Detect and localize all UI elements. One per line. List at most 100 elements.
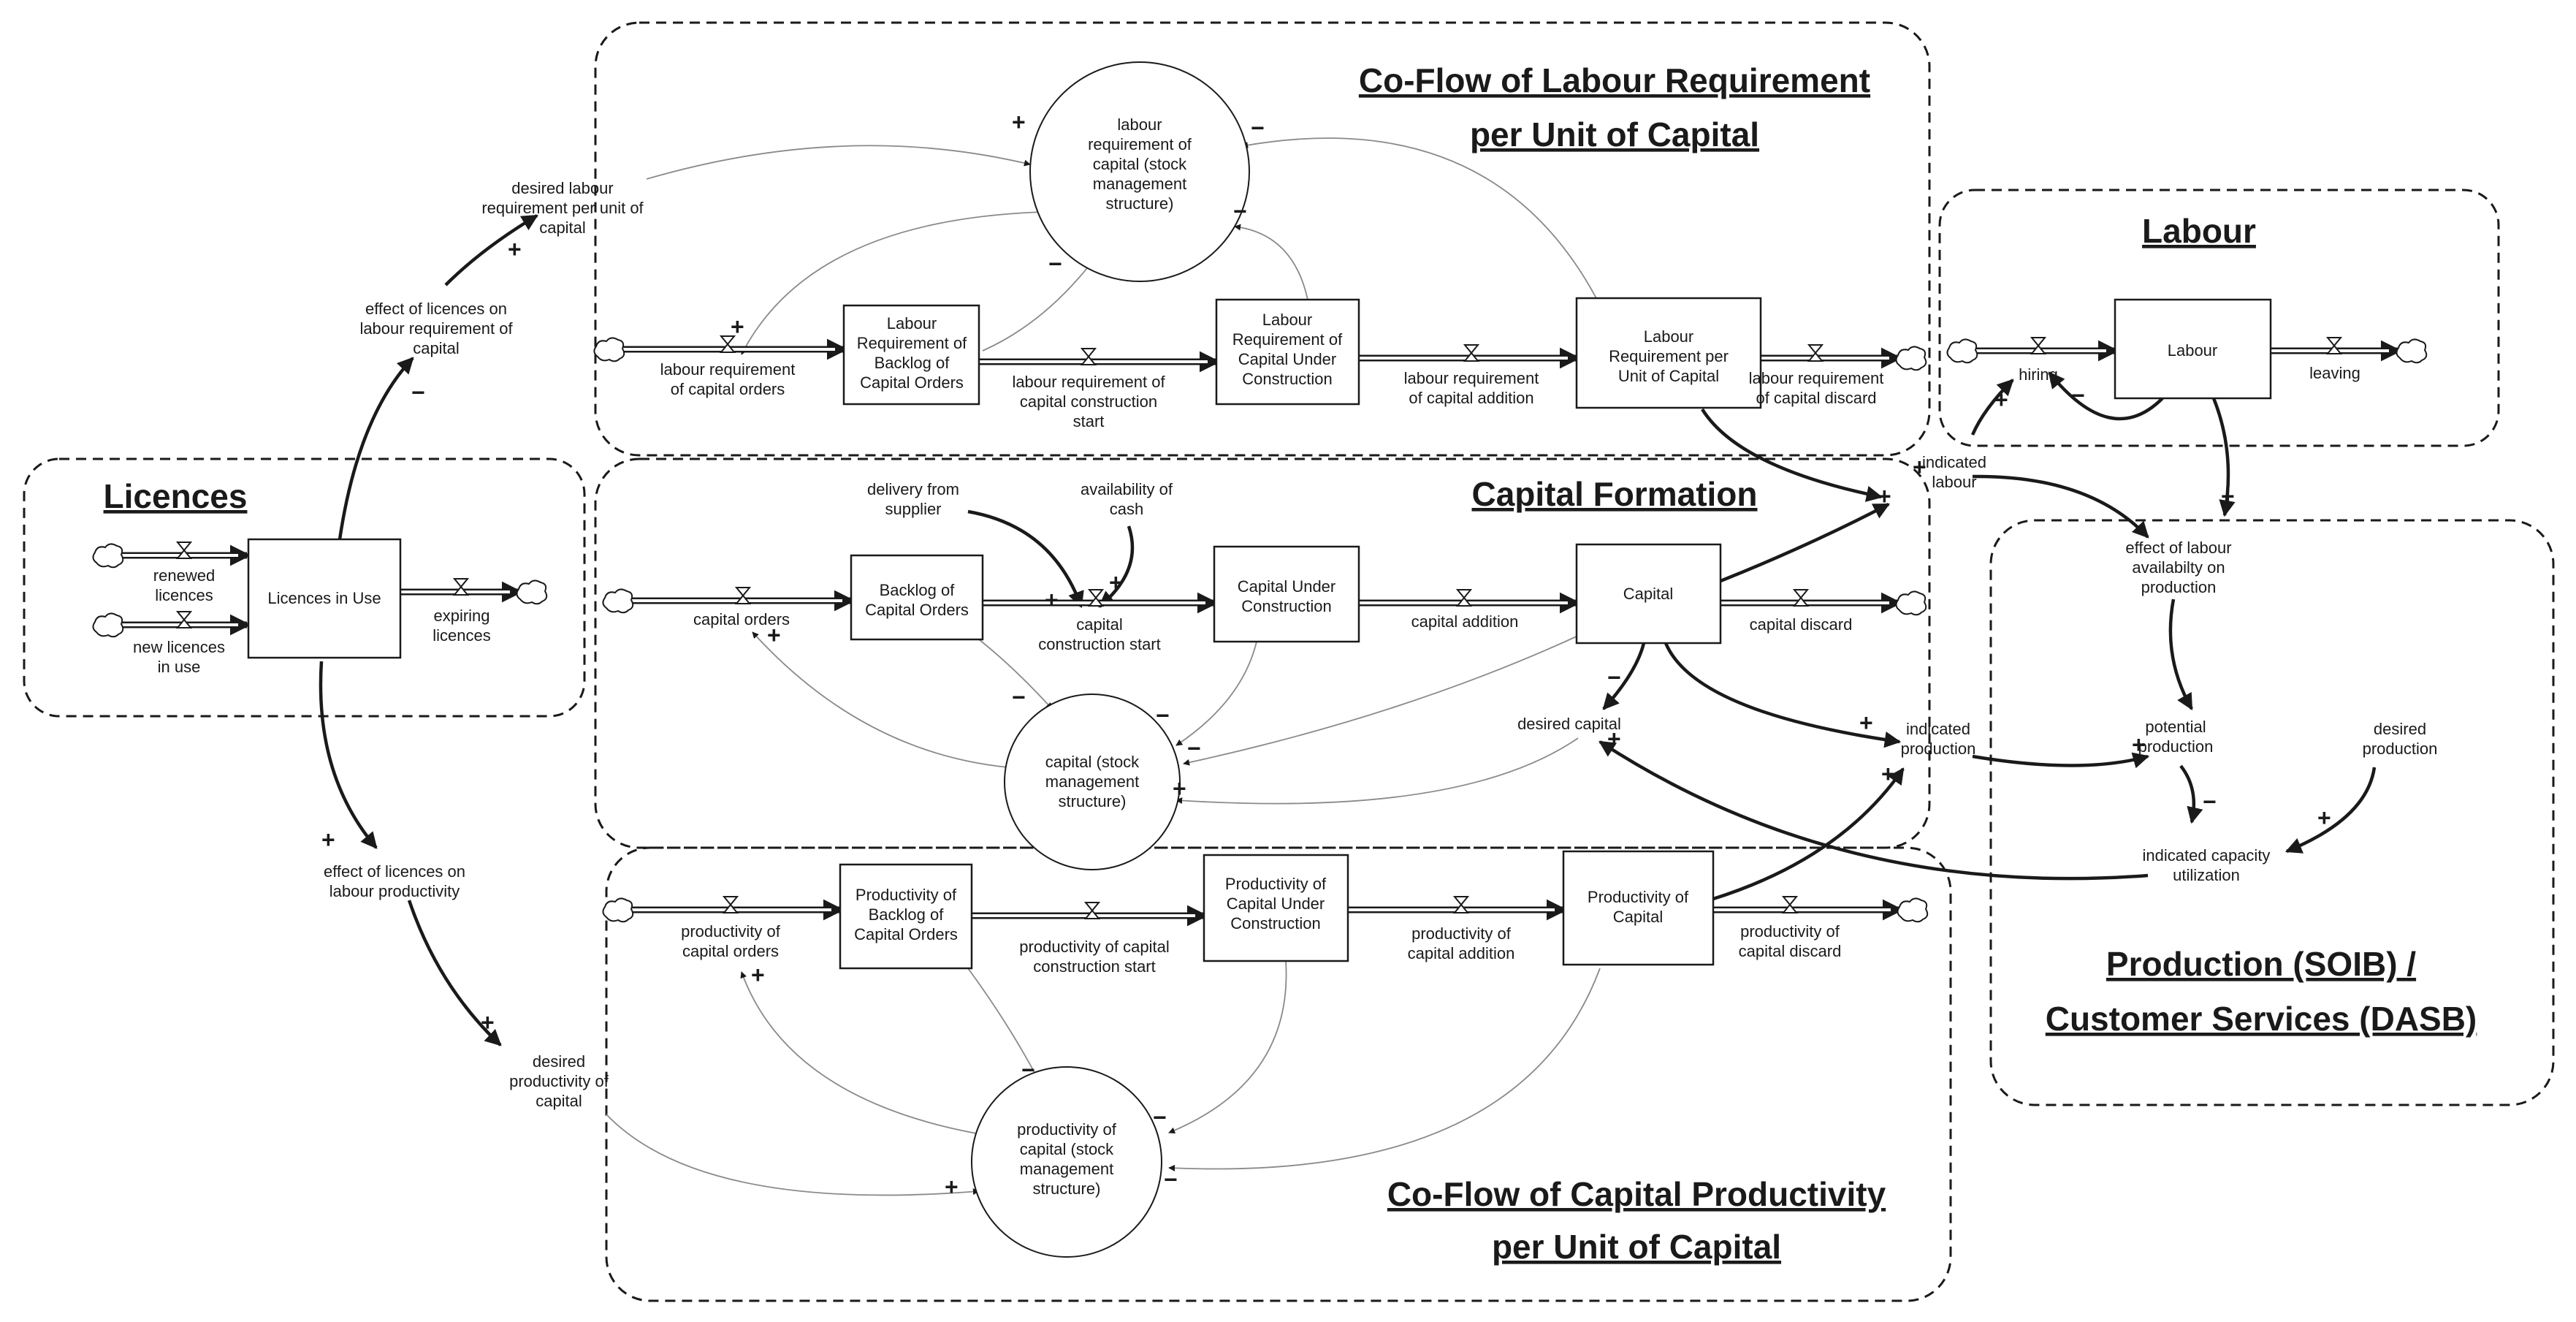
polarity-plus: + [481, 1009, 495, 1036]
svg-text:effect of labour: effect of labour [2125, 539, 2231, 557]
valves [175, 335, 2343, 919]
polarity-plus: + [1881, 761, 1895, 787]
link-delivery-to-construction-start [967, 509, 1084, 609]
svg-text:requirement of: requirement of [1088, 135, 1192, 153]
cloud-icon [2396, 338, 2428, 364]
svg-text:Productivity of: Productivity of [1588, 888, 1689, 906]
valve-icon [719, 335, 736, 353]
link-labour-to-hiring [2048, 371, 2164, 421]
cloud-icon [593, 337, 625, 362]
var-effect-labour-availability: effect of labour availabilty on producti… [2125, 539, 2231, 596]
polarity-minus: − [1251, 115, 1265, 141]
svg-text:Productivity of: Productivity of [856, 886, 957, 904]
svg-text:labour requirement: labour requirement [660, 360, 796, 379]
polarity-plus: + [1173, 775, 1186, 802]
cloud-icon [516, 580, 548, 605]
polarity-plus: + [767, 622, 781, 648]
link-desired-labour-req-to-circle [646, 145, 1031, 180]
polarity-signs: + − − − + + − + + + − + + + + − − − + − … [321, 109, 2331, 1200]
link-desired-production-to-capacity-utilization [2285, 767, 2377, 854]
stock-labour-req-per-unit: Labour Requirement per Unit of Capital [1575, 297, 1762, 409]
svg-text:indicated: indicated [1906, 720, 1970, 738]
region-capital-formation [594, 457, 1931, 849]
link-potential-to-capacity-utilization [2179, 764, 2203, 824]
region-coflow-labour [594, 21, 1931, 457]
header-licences: Licences [104, 477, 248, 515]
link-lr-backlog-to-circle [982, 251, 1100, 352]
header-labour: Labour [2142, 212, 2256, 250]
svg-text:Requirement of: Requirement of [1232, 330, 1343, 349]
cloud-icon [1895, 346, 1927, 371]
link-licences-to-effect-labour-req [338, 357, 414, 540]
link-capital-to-indicated-labour [1720, 503, 1890, 583]
stock-capital: Capital [1575, 543, 1722, 645]
auxiliary-variables: desired labour requirement per unit of c… [324, 179, 2437, 1110]
link-desired-capital-to-capital-circle [1175, 737, 1579, 805]
link-capacity-utilization-to-desired-capital [1598, 740, 2149, 881]
polarity-minus: − [411, 379, 425, 406]
clouds [92, 337, 2428, 923]
link-indicated-production-to-potential [1972, 752, 2150, 769]
svg-text:delivery from: delivery from [867, 480, 959, 498]
flow-label-new-licences: new licences in use [133, 638, 225, 676]
var-effect-licences-productivity: effect of licences on labour productivit… [324, 862, 465, 900]
svg-text:availabilty on: availabilty on [2132, 558, 2225, 577]
flow-label-capital-construction-start: capital construction start [1038, 615, 1161, 653]
svg-text:Productivity of: Productivity of [1225, 875, 1327, 893]
polarity-plus: + [1109, 569, 1123, 596]
svg-text:capital (stock: capital (stock [1093, 155, 1187, 173]
svg-text:production: production [2138, 737, 2214, 756]
valve-icon [722, 896, 739, 913]
svg-text:productivity of capital: productivity of capital [1019, 938, 1169, 956]
svg-text:of capital addition: of capital addition [1409, 389, 1533, 407]
svg-text:Licences in Use: Licences in Use [267, 589, 381, 607]
svg-text:labour productivity: labour productivity [329, 882, 460, 900]
svg-text:availability of: availability of [1081, 480, 1173, 498]
svg-text:Backlog of: Backlog of [874, 354, 950, 372]
svg-text:capital construction: capital construction [1020, 392, 1157, 411]
link-prod-under-construction-to-prod-circle [1168, 960, 1287, 1134]
svg-text:Labour: Labour [1644, 327, 1694, 346]
svg-text:start: start [1073, 412, 1105, 430]
header-production-1: Production (SOIB) / [2106, 945, 2416, 983]
svg-text:capital addition: capital addition [1408, 944, 1515, 962]
stock-labour-req-under-construction: Labour Requirement of Capital Under Cons… [1215, 298, 1360, 406]
link-desired-productivity-to-prod-circle [606, 1114, 980, 1196]
region-headers: Licences Co-Flow of Labour Requirement p… [104, 61, 2477, 1266]
flow-label-hiring: hiring [2019, 365, 2058, 384]
link-cash-to-construction-start [1098, 525, 1135, 608]
link-lr-per-unit-to-circle [1241, 137, 1597, 299]
polarity-minus: − [1153, 1104, 1167, 1131]
valve-icon [175, 542, 193, 559]
var-desired-capital: desired capital [1517, 715, 1621, 733]
stock-productivity-of-capital: Productivity of Capital [1562, 850, 1715, 966]
cloud-icon [602, 897, 634, 923]
svg-text:in use: in use [158, 658, 201, 676]
valve-icon [175, 611, 193, 628]
svg-text:Backlog of: Backlog of [869, 905, 945, 924]
svg-text:utilization: utilization [2173, 866, 2240, 884]
svg-text:Capital Orders: Capital Orders [865, 601, 969, 619]
cloud-icon [602, 588, 634, 614]
var-delivery-from-supplier: delivery from supplier [867, 480, 959, 518]
svg-text:Capital Orders: Capital Orders [860, 373, 964, 392]
svg-text:requirement per unit of: requirement per unit of [481, 199, 644, 217]
flow-label-labour-req-orders: labour requirement of capital orders [660, 360, 796, 398]
svg-text:structure): structure) [1059, 792, 1127, 810]
circle-productivity-stock-mgmt: productivity of capital (stock managemen… [971, 1066, 1162, 1258]
svg-text:productivity of: productivity of [1740, 922, 1840, 941]
svg-text:potential: potential [2145, 718, 2206, 736]
region-licences [23, 457, 586, 718]
polarity-plus: + [1913, 454, 1927, 480]
valve-icon [734, 587, 752, 604]
svg-text:production: production [2141, 578, 2217, 596]
var-indicated-production: indicated production [1901, 720, 1976, 758]
svg-text:management: management [1093, 175, 1186, 193]
svg-text:Construction: Construction [1242, 370, 1333, 388]
flow-labels: renewed licences new licences in use exp… [133, 360, 2360, 976]
svg-text:capital discard: capital discard [1739, 942, 1842, 960]
svg-text:production: production [2363, 740, 2438, 758]
svg-text:productivity of: productivity of [681, 922, 781, 941]
valve-icon [1807, 344, 1824, 362]
